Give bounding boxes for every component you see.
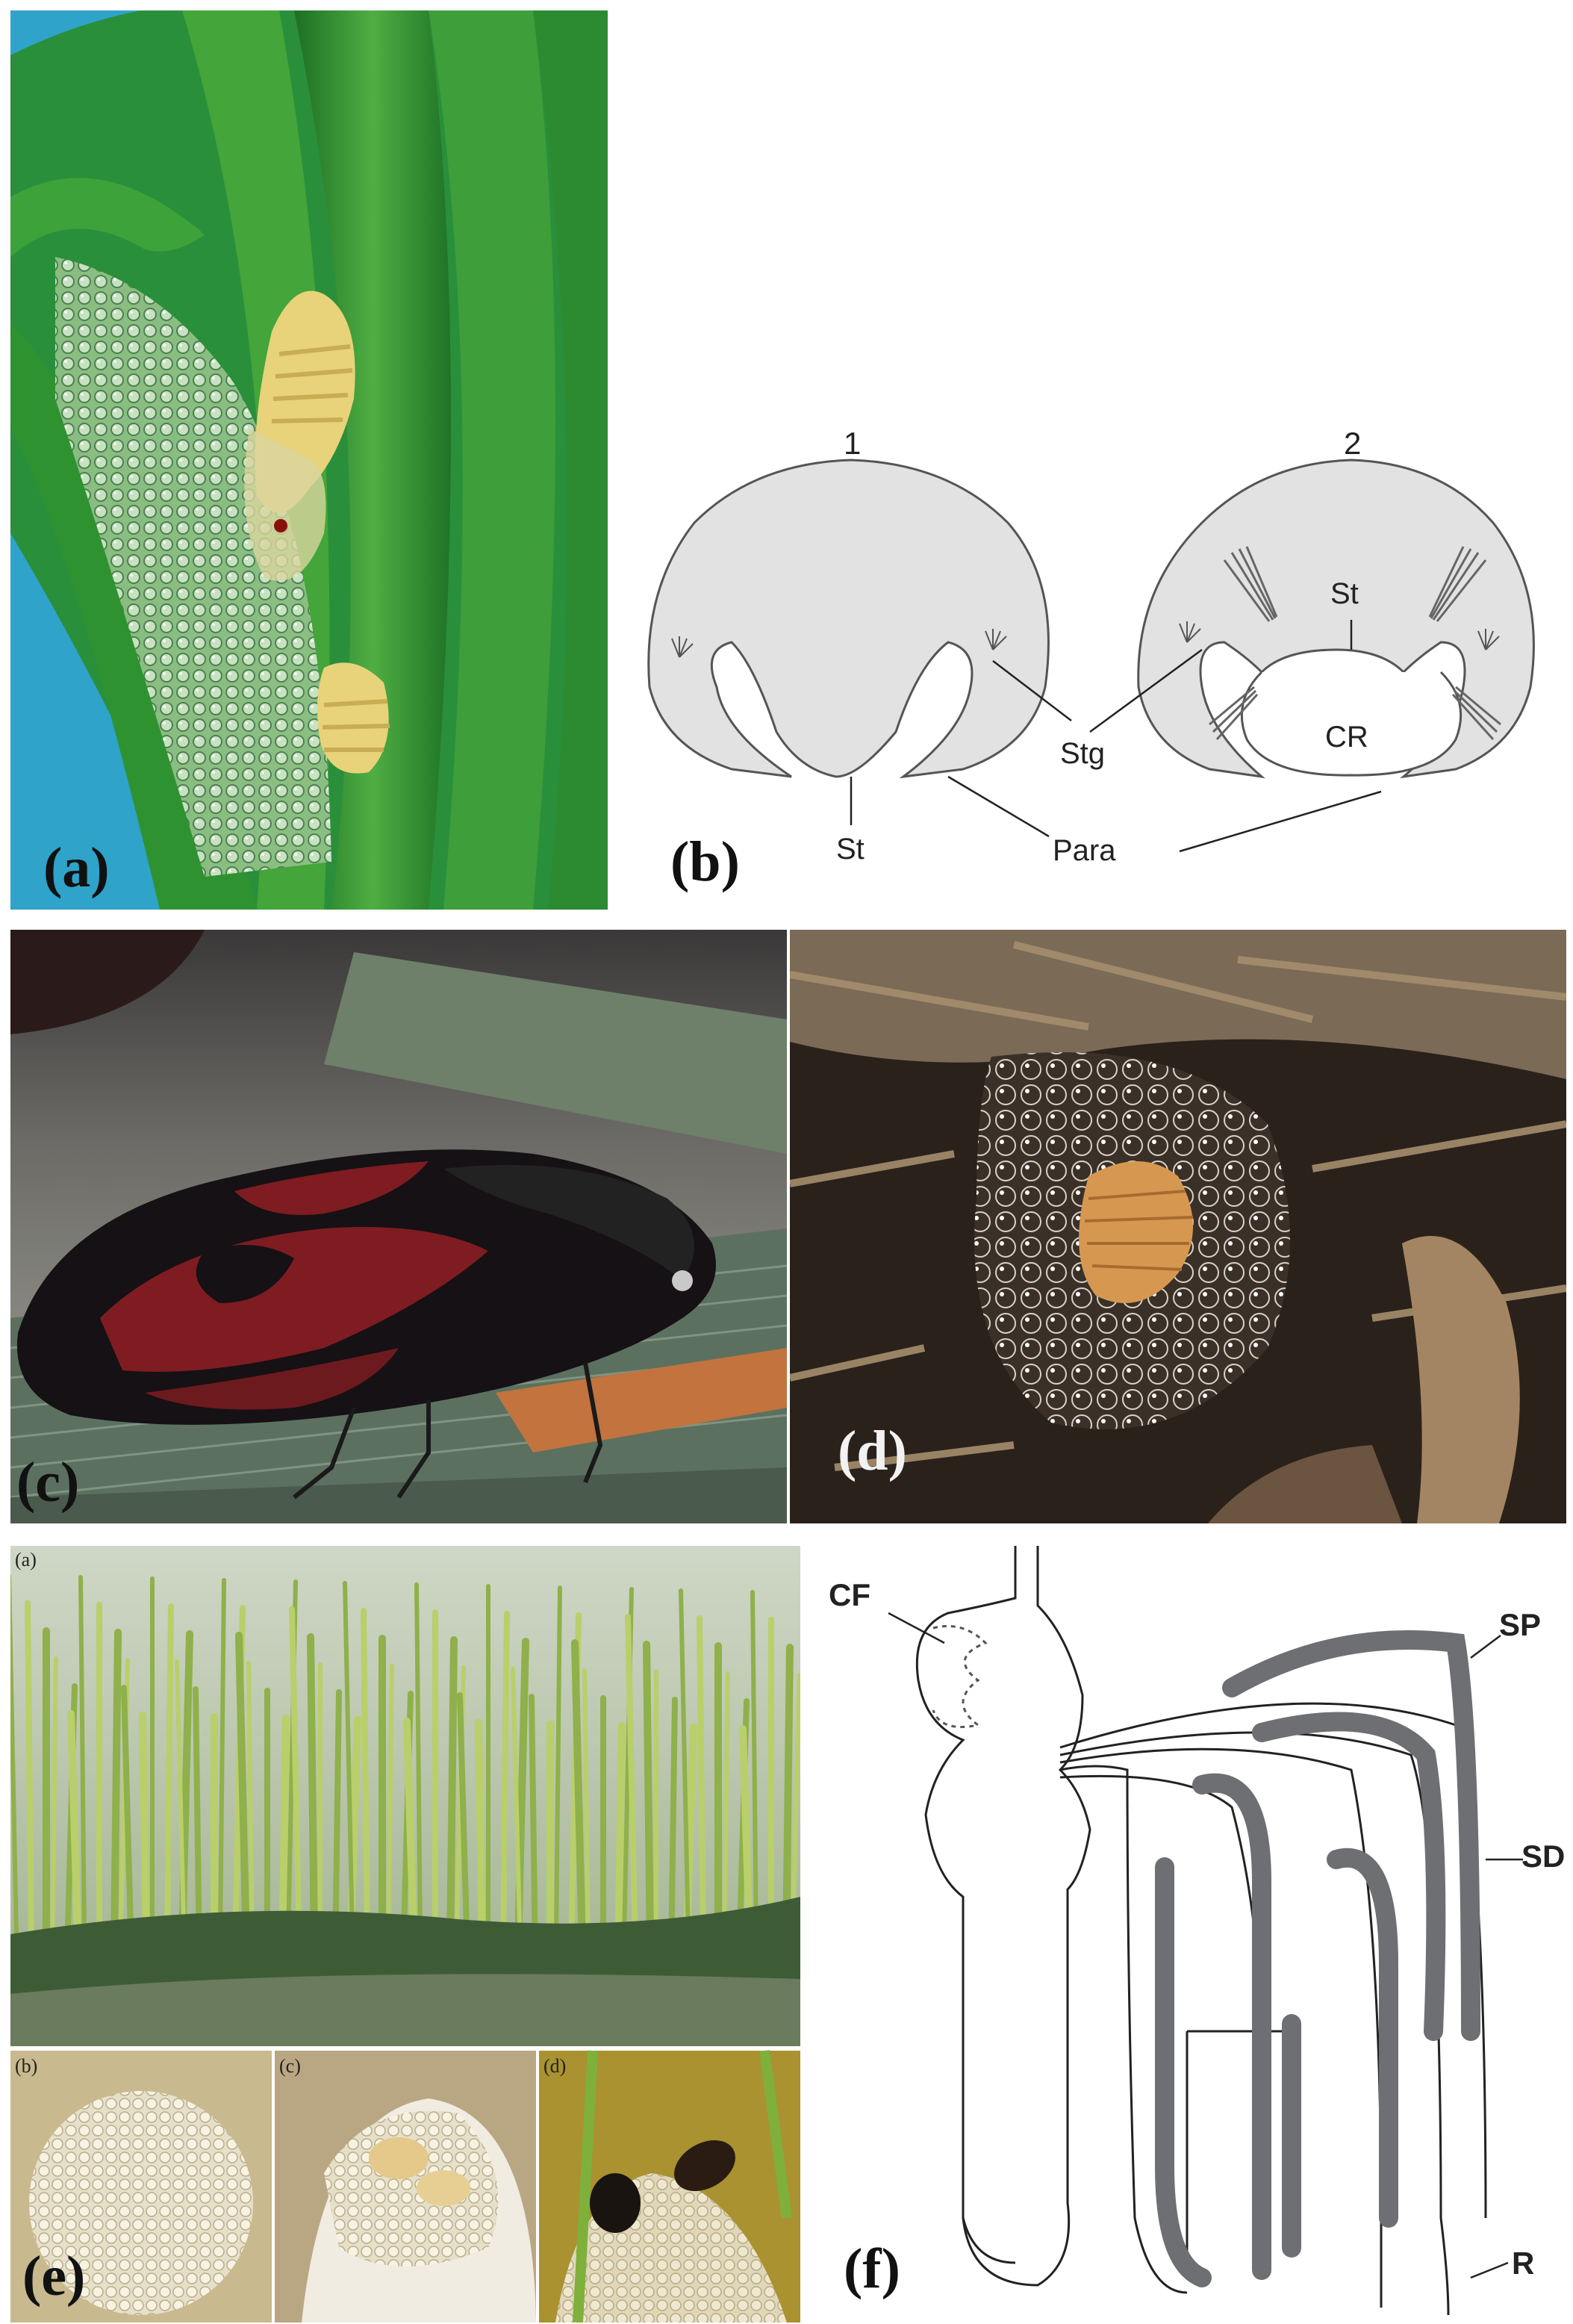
- panel-a-photo: (a): [10, 10, 608, 910]
- section-1-number: 1: [844, 426, 861, 461]
- sp-label: SP: [1499, 1607, 1541, 1642]
- r-label: R: [1512, 2246, 1534, 2281]
- sternite-label-top: St: [1330, 577, 1359, 610]
- panel-f-label: (f): [844, 2237, 900, 2300]
- panel-c-label: (c): [16, 1451, 80, 1514]
- panel-c-photo: (c): [10, 930, 787, 1523]
- panel-b-diagram: 1 2 St St Stg CR Para (b): [612, 418, 1573, 911]
- sternite-label-bottom: St: [836, 833, 865, 866]
- panel-e-sublabel-b: (b): [15, 2055, 38, 2077]
- section-2-number: 2: [1344, 426, 1361, 461]
- panel-a-label: (a): [43, 836, 110, 899]
- panel-d-label: (d): [838, 1420, 907, 1482]
- paratergite-label: Para: [1053, 834, 1116, 867]
- adult-froghopper-on-leaf-image: [10, 930, 787, 1523]
- malpighian-tubule-diagram: CF SP SD R: [829, 1546, 1565, 2316]
- panel-e-photo-set: (a) (b) (c) (d) (e): [10, 1546, 800, 2323]
- panel-d-photo: (d): [790, 930, 1566, 1523]
- spittlebug-nymph-on-stem-image: [10, 10, 608, 910]
- panel-e-sublabel-c: (c): [279, 2055, 301, 2077]
- panel-f-diagram: CF SP SD R (f): [814, 1546, 1568, 2323]
- nymph-in-froth-among-roots-image: [790, 930, 1566, 1523]
- panel-e-sublabel-d: (d): [543, 2055, 567, 2077]
- panel-b-label: (b): [670, 830, 740, 893]
- rice-seedlings-and-froth-images: [10, 1546, 800, 2323]
- sd-label: SD: [1521, 1839, 1565, 1874]
- panel-e-label: (e): [22, 2245, 86, 2308]
- stigma-label: Stg: [1060, 737, 1105, 770]
- cavity-label: CR: [1325, 721, 1368, 754]
- panel-e-sublabel-a: (a): [15, 1549, 37, 1570]
- abdomen-cross-section-diagram: 1 2 St St Stg CR Para: [647, 426, 1535, 867]
- cf-label: CF: [829, 1577, 870, 1612]
